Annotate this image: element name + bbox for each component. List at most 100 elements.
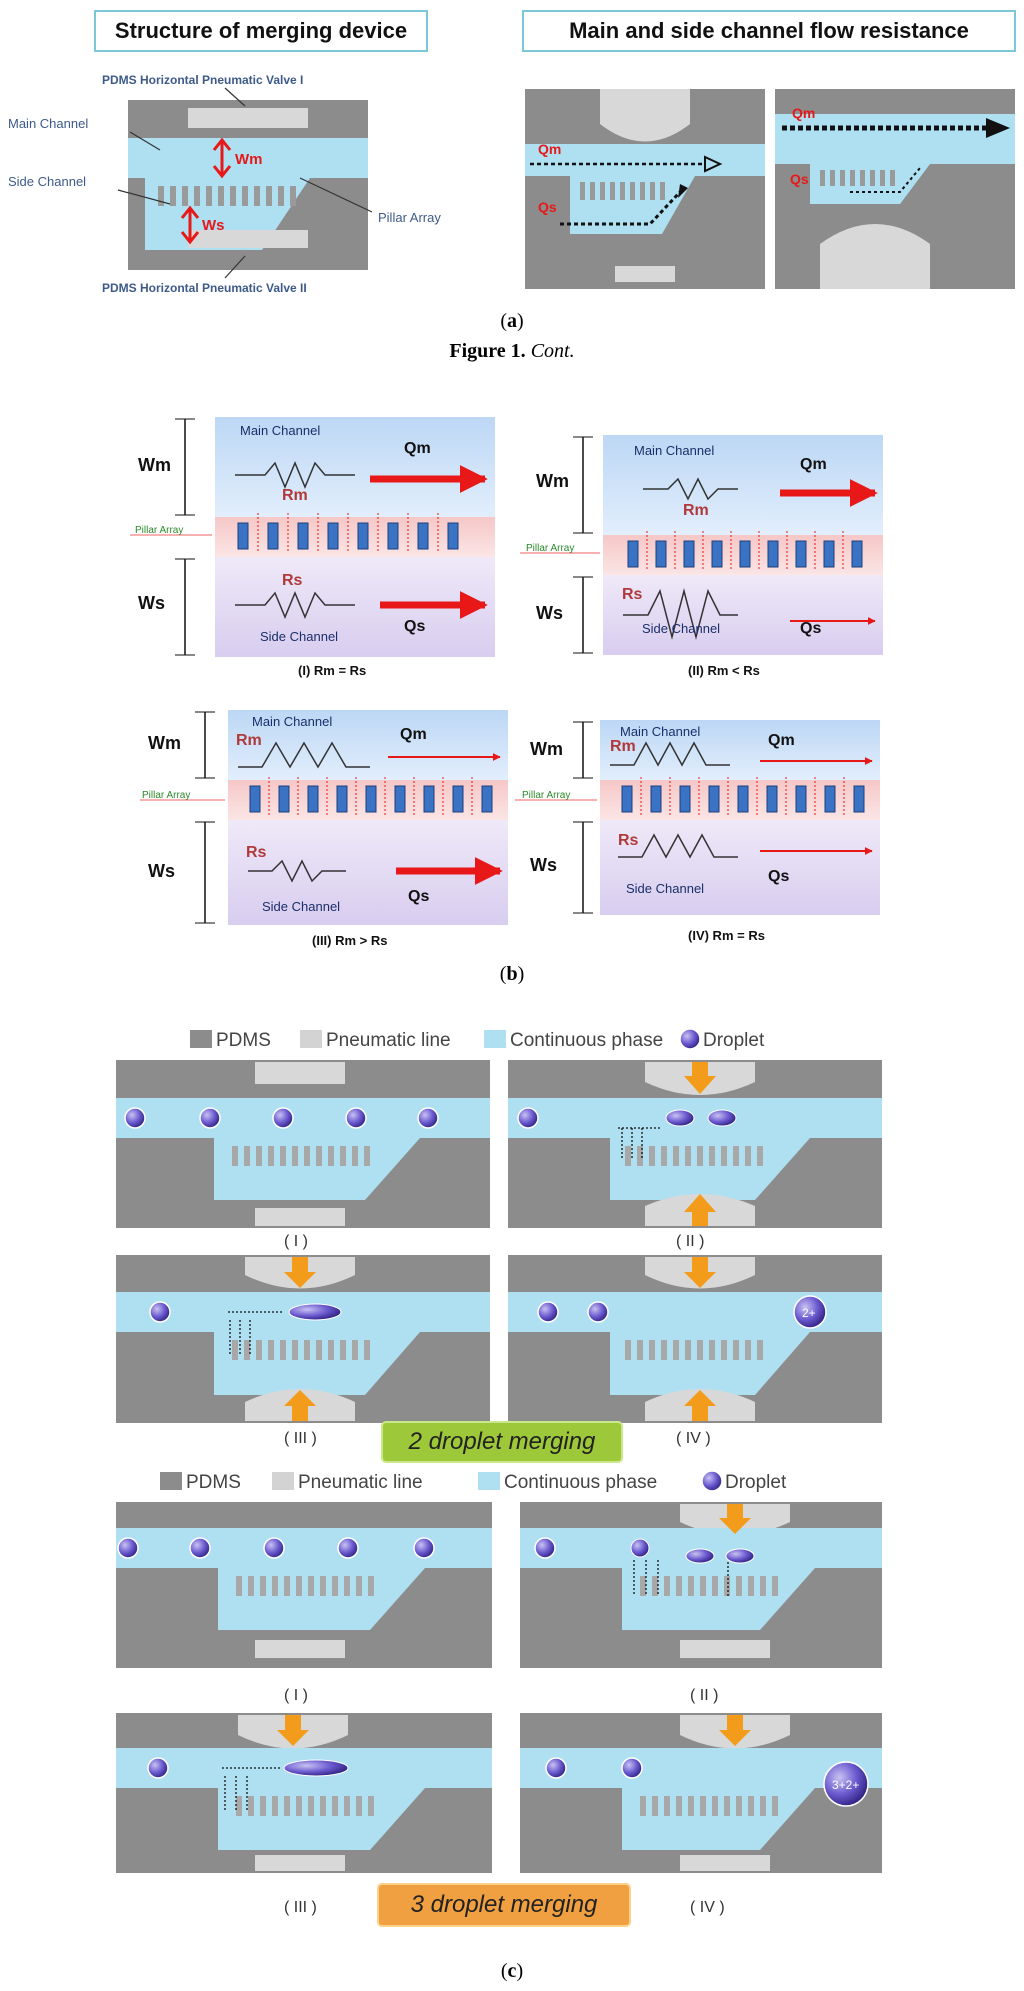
- svg-text:Rm: Rm: [236, 732, 262, 749]
- svg-text:PDMS: PDMS: [216, 1030, 271, 1051]
- caption-b2: (II) Rm < Rs: [688, 663, 760, 678]
- svg-text:Continuous phase: Continuous phase: [504, 1472, 657, 1493]
- svg-text:( III ): ( III ): [284, 1899, 317, 1916]
- legend-2: PDMS Pneumatic line Continuous phase Dro…: [160, 1470, 787, 1493]
- label-main-channel: Main Channel: [8, 116, 88, 131]
- svg-text:Rs: Rs: [282, 572, 303, 589]
- svg-text:Qs: Qs: [768, 868, 789, 885]
- svg-text:Rs: Rs: [246, 844, 267, 861]
- panel-b-label: (b): [499, 963, 525, 985]
- caption-b4: (IV) Rm = Rs: [688, 928, 765, 943]
- svg-text:Qm: Qm: [404, 440, 431, 457]
- svg-text:( IV ): ( IV ): [676, 1430, 711, 1447]
- svg-text:Pillar Array: Pillar Array: [526, 543, 574, 554]
- svg-text:Pillar Array: Pillar Array: [135, 525, 183, 536]
- svg-text:Rs: Rs: [618, 832, 639, 849]
- svg-text:Qs: Qs: [404, 618, 425, 635]
- label-valve2: PDMS Horizontal Pneumatic Valve II: [102, 281, 307, 295]
- c-3-step-4: 3+2+ ( IV ): [520, 1713, 882, 1916]
- svg-text:( III ): ( III ): [284, 1430, 317, 1447]
- banner-3-droplet: 3 droplet merging: [377, 1883, 631, 1927]
- svg-text:Qs: Qs: [790, 171, 809, 187]
- c-2-step-1: ( I ): [116, 1060, 490, 1250]
- panel-b-sub-2: Main Channel Side Channel Rm Rs Qm Qs Pi…: [520, 435, 883, 678]
- svg-text:Pneumatic line: Pneumatic line: [298, 1472, 423, 1493]
- svg-text:( IV ): ( IV ): [690, 1899, 725, 1916]
- c-2-step-4: 2+ ( IV ): [508, 1255, 882, 1447]
- label-ws: Ws: [202, 217, 225, 234]
- figure-cont-caption: Figure 1. Cont.: [449, 340, 575, 362]
- panel-c-diagram: PDMS Pneumatic line Continuous phase Dro…: [116, 1028, 882, 1927]
- panel-a-left-title: Structure of merging device: [94, 10, 428, 52]
- banner-2-droplet: 2 droplet merging: [381, 1421, 623, 1463]
- valve-bottom: [188, 230, 308, 248]
- c-2-step-3: ( III ): [116, 1255, 490, 1447]
- svg-text:Main Channel: Main Channel: [620, 724, 700, 739]
- c-3-step-3: ( III ): [116, 1713, 492, 1916]
- svg-text:Side Channel: Side Channel: [262, 899, 340, 914]
- svg-text:( I ): ( I ): [284, 1687, 308, 1704]
- svg-text:3 droplet merging: 3 droplet merging: [411, 1891, 598, 1918]
- panel-c-label: (c): [500, 1960, 524, 1982]
- panel-a-resistance-diagram: Qm Qs Qm Qs: [525, 89, 1015, 289]
- svg-text:Wm: Wm: [536, 471, 569, 491]
- panel-a-label: (a): [500, 310, 524, 332]
- panel-b-sub-1: Main Channel Side Channel Rm Rs Qm Qs Pi…: [130, 417, 495, 678]
- legend-1: PDMS Pneumatic line Continuous phase Dro…: [190, 1028, 765, 1051]
- pillar-array-a: [158, 186, 296, 206]
- svg-text:3+2+: 3+2+: [832, 1778, 859, 1792]
- svg-text:Qm: Qm: [792, 105, 815, 121]
- label-wm: Wm: [235, 151, 263, 168]
- svg-text:Qm: Qm: [800, 456, 827, 473]
- panel-a-structure-diagram: Wm Ws PDMS Horizontal Pneumatic Valve I …: [8, 73, 441, 295]
- svg-text:Ws: Ws: [148, 861, 175, 881]
- label-pillar-array: Pillar Array: [378, 210, 441, 225]
- panel-a-right-title: Main and side channel flow resistance: [522, 10, 1016, 52]
- svg-text:Rm: Rm: [610, 738, 636, 755]
- svg-text:Qm: Qm: [400, 726, 427, 743]
- svg-text:Rm: Rm: [683, 502, 709, 519]
- svg-text:2 droplet merging: 2 droplet merging: [408, 1428, 596, 1455]
- svg-text:Side Channel: Side Channel: [260, 629, 338, 644]
- svg-text:Qm: Qm: [768, 732, 795, 749]
- svg-text:Pillar Array: Pillar Array: [522, 790, 570, 801]
- svg-text:Qs: Qs: [538, 199, 557, 215]
- svg-text:Side Channel: Side Channel: [642, 621, 720, 636]
- svg-text:Side Channel: Side Channel: [626, 881, 704, 896]
- svg-text:Continuous phase: Continuous phase: [510, 1030, 663, 1051]
- caption-b3: (III) Rm > Rs: [312, 933, 388, 948]
- panel-b-diagram: Main Channel Side Channel Rm Rs Qm Qs Pi…: [130, 417, 883, 948]
- svg-text:Ws: Ws: [536, 603, 563, 623]
- label-side-channel: Side Channel: [8, 174, 86, 189]
- svg-text:Droplet: Droplet: [703, 1030, 765, 1051]
- svg-text:Main Channel: Main Channel: [252, 714, 332, 729]
- svg-text:Droplet: Droplet: [725, 1472, 787, 1493]
- svg-text:2+: 2+: [802, 1306, 816, 1320]
- svg-text:Qs: Qs: [408, 888, 429, 905]
- svg-text:( II ): ( II ): [690, 1687, 718, 1704]
- c-3-step-2: ( II ): [520, 1502, 882, 1704]
- svg-text:( II ): ( II ): [676, 1233, 704, 1250]
- svg-text:Ws: Ws: [530, 855, 557, 875]
- svg-text:Wm: Wm: [148, 733, 181, 753]
- svg-text:Pillar Array: Pillar Array: [142, 790, 190, 801]
- svg-text:Pneumatic line: Pneumatic line: [326, 1030, 451, 1051]
- svg-text:Main Channel: Main Channel: [634, 443, 714, 458]
- caption-b1: (I) Rm = Rs: [298, 663, 366, 678]
- label-valve1: PDMS Horizontal Pneumatic Valve I: [102, 73, 303, 87]
- svg-text:PDMS: PDMS: [186, 1472, 241, 1493]
- valve-top: [188, 108, 308, 128]
- wm-arrow: [212, 137, 232, 179]
- ws-arrow: [180, 205, 200, 245]
- svg-text:Rm: Rm: [282, 487, 308, 504]
- svg-text:( I ): ( I ): [284, 1233, 308, 1250]
- c-3-step-1: ( I ): [116, 1502, 492, 1704]
- panel-b-sub-4: Main Channel Side Channel Rm Rs Qm Qs Pi…: [515, 720, 880, 943]
- svg-text:Wm: Wm: [530, 739, 563, 759]
- c-2-step-2: ( II ): [508, 1060, 882, 1250]
- svg-text:Qs: Qs: [800, 620, 821, 637]
- svg-text:Wm: Wm: [138, 455, 171, 475]
- panel-b-sub-3: Main Channel Side Channel Rm Rs Qm Qs Pi…: [140, 710, 508, 948]
- svg-text:Qm: Qm: [538, 141, 561, 157]
- svg-text:Ws: Ws: [138, 593, 165, 613]
